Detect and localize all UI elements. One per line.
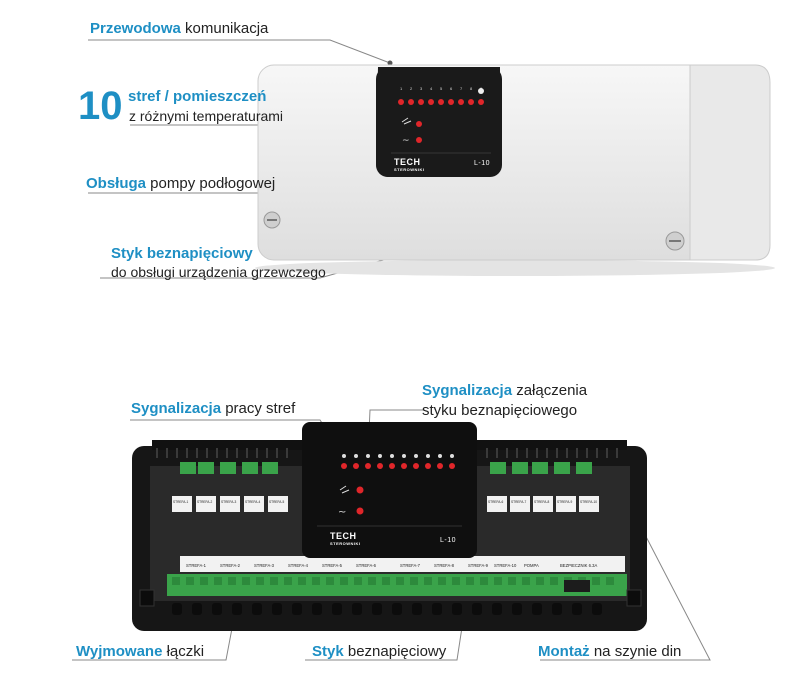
svg-text:1: 1: [400, 86, 403, 91]
zone-bottom-label: STREFA-2: [220, 563, 241, 568]
zone-bottom-label: STREFA-3: [254, 563, 275, 568]
callout-pump: Obsługa pompy podłogowej: [86, 175, 276, 192]
zone-bottom-label: STREFA-6: [356, 563, 377, 568]
zone-bottom-label: STREFA-4: [288, 563, 309, 568]
callout-voltage-free-title: Styk beznapięciowy: [111, 245, 253, 262]
callout-voltage-free-contact: Styk beznapięciowy: [312, 643, 447, 660]
callout-contact-signalling: Sygnalizacja załączenia: [422, 382, 588, 399]
zone-bottom-label: STREFA-7: [400, 563, 421, 568]
svg-text:4: 4: [430, 86, 433, 91]
zone-top-label: STREFA-6: [488, 500, 503, 504]
zone-bottom-label: STREFA-8: [434, 563, 455, 568]
callout-din-mounting: Montaż na szynie din: [538, 643, 682, 660]
callout-zone-signalling: Sygnalizacja pracy stref: [131, 400, 296, 417]
svg-text:8: 8: [470, 86, 473, 91]
svg-text:2: 2: [410, 86, 413, 91]
top-device-model: L-10: [474, 160, 491, 167]
bottom-zone-labels: STREFA-1 STREFA-2 STREFA-3 STREFA-4 STRE…: [173, 500, 597, 568]
callout-wired-communication: Przewodowa komunikacja: [90, 20, 269, 37]
svg-text:~: ~: [402, 136, 410, 146]
zone-top-label: STREFA-3: [221, 500, 236, 504]
zone-top-label: STREFA-5: [269, 500, 284, 504]
zone-top-label: STREFA-9: [557, 500, 572, 504]
zone-top-label: STREFA-7: [511, 500, 526, 504]
zone-top-label: STREFA-2: [197, 500, 212, 504]
bottom-device-illustration: ~: [132, 422, 647, 631]
callout-removable-connectors: Wyjmowane łączki: [76, 643, 205, 660]
top-panel-leds: 123456789 ~: [391, 86, 491, 154]
top-device-illustration: [255, 64, 775, 276]
bottom-device-brand: TECH: [330, 531, 357, 541]
bottom-device-model: L-10: [440, 537, 457, 544]
callout-zones-number: 10: [78, 84, 123, 128]
zone-bottom-label: STREFA-1: [186, 563, 207, 568]
zone-bottom-label: STREFA-5: [322, 563, 343, 568]
callout-zones-subtitle: z różnymi temperaturami: [129, 108, 284, 124]
top-device-brand-sub: STEROWNIKI: [394, 167, 425, 172]
callout-contact-signalling-line2: styku beznapięciowego: [422, 402, 578, 419]
zone-bottom-label: STREFA-10: [494, 563, 517, 568]
svg-text:7: 7: [460, 86, 463, 91]
svg-text:~: ~: [338, 507, 346, 518]
zone-bottom-label: STREFA-9: [468, 563, 489, 568]
bottom-device-brand-sub: STEROWNIKI: [330, 541, 361, 546]
zone-top-label: STREFA-4: [245, 500, 260, 504]
zone-bottom-label: POMPA: [524, 563, 539, 568]
top-device-brand: TECH: [394, 157, 421, 167]
svg-text:6: 6: [450, 86, 453, 91]
svg-text:3: 3: [420, 86, 423, 91]
zone-top-label: STREFA-1: [173, 500, 188, 504]
callout-voltage-free-subtitle: do obsługi urządzenia grzewczego: [111, 264, 326, 280]
svg-text:5: 5: [440, 86, 443, 91]
zone-top-label: STREFA-8: [534, 500, 549, 504]
callout-zones-title: stref / pomieszczeń: [128, 88, 267, 105]
zone-top-label: STREFA-10: [580, 500, 597, 504]
zone-bottom-label: BEZPIECZNIK 6.3A: [560, 563, 597, 568]
